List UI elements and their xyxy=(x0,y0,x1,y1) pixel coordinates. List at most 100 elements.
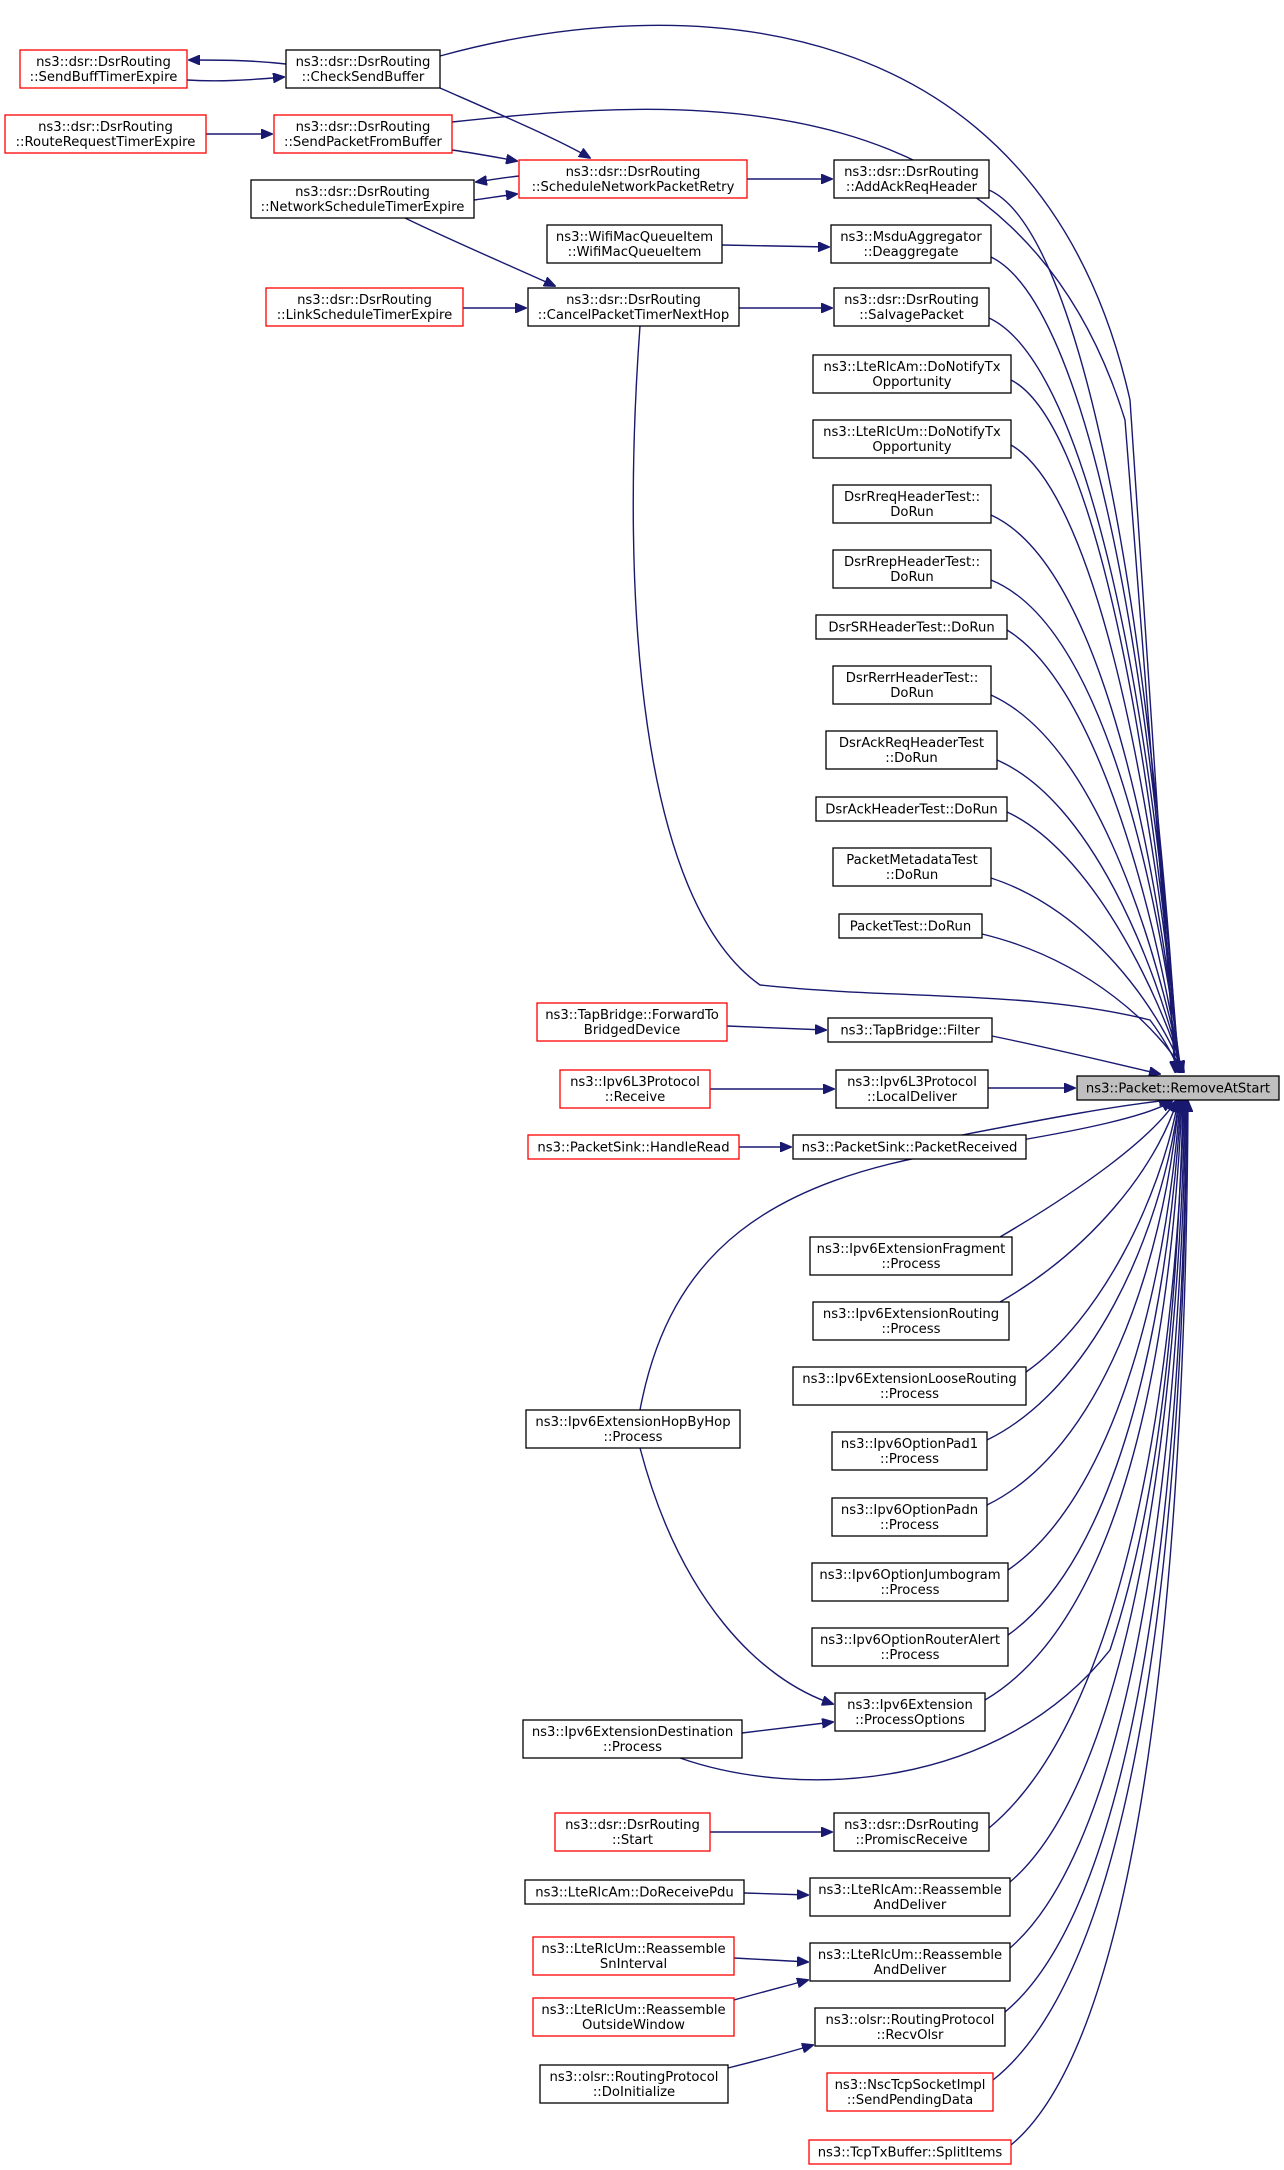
caller-node-dsrAckReqTest[interactable]: DsrAckReqHeaderTest::DoRun xyxy=(825,730,998,770)
node-label-line: ns3::MsduAggregator xyxy=(840,230,982,245)
node-label-line: ns3::TcpTxBuffer::SplitItems xyxy=(818,2146,1003,2161)
edge-scheduleNetworkPacketRetry-to-networkScheduleTimerExpire xyxy=(476,175,520,182)
caller-node-tapFilter[interactable]: ns3::TapBridge::Filter xyxy=(827,1017,993,1043)
node-label-line: ::Process xyxy=(603,1740,662,1755)
caller-node-dsrAckTest[interactable]: DsrAckHeaderTest::DoRun xyxy=(815,796,1008,822)
caller-node-linkScheduleTimerExpire[interactable]: ns3::dsr::DsrRouting::LinkScheduleTimerE… xyxy=(265,287,464,327)
node-box xyxy=(524,1879,745,1905)
edge-lteUmReassembleSn-to-lteUmReassemble xyxy=(733,1958,808,1962)
node-label-line: ns3::WifiMacQueueItem xyxy=(556,230,713,245)
node-box xyxy=(539,2064,729,2104)
edge-hopByHop-to-root xyxy=(639,1101,1172,1411)
caller-node-scheduleNetworkPacketRetry[interactable]: ns3::dsr::DsrRouting::ScheduleNetworkPac… xyxy=(518,159,748,199)
edge-packetMetadataTest-to-root xyxy=(990,877,1183,1072)
node-label-line: ::CancelPacketTimerNextHop xyxy=(538,308,729,323)
caller-node-addAckReqHeader[interactable]: ns3::dsr::DsrRouting::AddAckReqHeader xyxy=(833,159,990,199)
node-box xyxy=(815,614,1008,640)
caller-node-sendBuffTimerExpire[interactable]: ns3::dsr::DsrRouting::SendBuffTimerExpir… xyxy=(19,49,188,89)
node-box xyxy=(19,49,188,89)
caller-node-recvOlsr[interactable]: ns3::olsr::RoutingProtocol::RecvOlsr xyxy=(814,2007,1006,2047)
edge-checkSendBuffer-to-scheduleNetworkPacketRetry xyxy=(439,87,590,158)
node-box xyxy=(814,2007,1006,2047)
node-label-line: ns3::Ipv6OptionPadn xyxy=(841,1503,978,1518)
caller-node-packetMetadataTest[interactable]: PacketMetadataTest::DoRun xyxy=(832,847,992,887)
caller-node-extLoose[interactable]: ns3::Ipv6ExtensionLooseRouting::Process xyxy=(792,1366,1027,1406)
edge-extFragment-to-root xyxy=(999,1101,1176,1238)
node-box xyxy=(832,665,992,705)
node-label-line: ::SendPendingData xyxy=(847,2093,973,2108)
edge-olsrDoInit-to-recvOlsr xyxy=(727,2045,813,2069)
node-label-line: BridgedDevice xyxy=(584,1023,680,1038)
node-label-line: ns3::NscTcpSocketImpl xyxy=(835,2078,986,2093)
node-label-line: ns3::dsr::DsrRouting xyxy=(566,165,701,180)
caller-node-hopByHop[interactable]: ns3::Ipv6ExtensionHopByHop::Process xyxy=(525,1409,741,1449)
node-box xyxy=(835,1069,989,1109)
root-node[interactable]: ns3::Packet::RemoveAtStart xyxy=(1076,1075,1280,1101)
caller-node-olsrDoInit[interactable]: ns3::olsr::RoutingProtocol::DoInitialize xyxy=(539,2064,729,2104)
node-label-line: ns3::olsr::RoutingProtocol xyxy=(550,2070,719,2085)
node-box xyxy=(536,1002,728,1042)
node-label-line: ::Process xyxy=(604,1430,663,1445)
caller-node-optPad1[interactable]: ns3::Ipv6OptionPad1::Process xyxy=(831,1431,988,1471)
edge-lteAmReceivePdu-to-lteAmReassemble xyxy=(743,1893,808,1895)
caller-node-deaggregate[interactable]: ns3::MsduAggregator::Deaggregate xyxy=(830,224,992,264)
caller-node-dsrErrTest[interactable]: DsrRerrHeaderTest::DoRun xyxy=(832,665,992,705)
caller-node-promiscReceive[interactable]: ns3::dsr::DsrRouting::PromiscReceive xyxy=(833,1812,990,1852)
caller-node-optPadn[interactable]: ns3::Ipv6OptionPadn::Process xyxy=(831,1497,988,1537)
node-box xyxy=(285,49,441,89)
edge-hopByHop-to-processOptions xyxy=(639,1447,833,1704)
caller-node-dsrSRTest[interactable]: DsrSRHeaderTest::DoRun xyxy=(815,614,1008,640)
edge-lteRlcAmNotify-to-root xyxy=(1010,379,1179,1072)
node-label-line: ::Process xyxy=(881,1583,940,1598)
caller-node-dsrStart[interactable]: ns3::dsr::DsrRouting::Start xyxy=(554,1812,711,1852)
caller-node-dsrRepTest[interactable]: DsrRrepHeaderTest::DoRun xyxy=(832,549,992,589)
caller-node-handleRead[interactable]: ns3::PacketSink::HandleRead xyxy=(527,1134,740,1160)
edge-networkScheduleTimerExpire-to-cancelPacketTimerNextHop xyxy=(404,217,555,286)
node-box xyxy=(809,1942,1011,1982)
node-label-line: ns3::Ipv6OptionRouterAlert xyxy=(820,1633,1000,1648)
node-label-line: ns3::dsr::DsrRouting xyxy=(296,55,431,70)
caller-node-checkSendBuffer[interactable]: ns3::dsr::DsrRouting::CheckSendBuffer xyxy=(285,49,441,89)
caller-node-networkScheduleTimerExpire[interactable]: ns3::dsr::DsrRouting::NetworkScheduleTim… xyxy=(250,179,475,219)
node-label-line: ns3::TapBridge::Filter xyxy=(840,1024,980,1039)
node-box xyxy=(831,1497,988,1537)
caller-node-wifiMacQueueItem[interactable]: ns3::WifiMacQueueItem::WifiMacQueueItem xyxy=(546,224,723,264)
caller-node-splitItems[interactable]: ns3::TcpTxBuffer::SplitItems xyxy=(808,2139,1012,2165)
caller-node-processOptions[interactable]: ns3::Ipv6Extension::ProcessOptions xyxy=(834,1692,986,1732)
node-box xyxy=(811,1562,1009,1602)
caller-node-lteAmReceivePdu[interactable]: ns3::LteRlcAm::DoReceivePdu xyxy=(524,1879,745,1905)
node-label-line: ns3::dsr::DsrRouting xyxy=(297,293,432,308)
caller-node-ipv6Receive[interactable]: ns3::Ipv6L3Protocol::Receive xyxy=(559,1069,711,1109)
node-box xyxy=(792,1366,1027,1406)
caller-node-extFragment[interactable]: ns3::Ipv6ExtensionFragment::Process xyxy=(809,1236,1013,1276)
caller-node-dsrReqTest[interactable]: DsrRreqHeaderTest::DoRun xyxy=(832,484,992,524)
edge-lteUmReassemble-to-root xyxy=(1009,1101,1186,1949)
node-box xyxy=(832,847,992,887)
caller-node-localDeliver[interactable]: ns3::Ipv6L3Protocol::LocalDeliver xyxy=(835,1069,989,1109)
caller-node-nscSendPending[interactable]: ns3::NscTcpSocketImpl::SendPendingData xyxy=(826,2072,994,2112)
caller-node-routeRequestTimerExpire[interactable]: ns3::dsr::DsrRouting::RouteRequestTimerE… xyxy=(4,114,207,154)
caller-node-optJumbo[interactable]: ns3::Ipv6OptionJumbogram::Process xyxy=(811,1562,1009,1602)
caller-node-salvagePacket[interactable]: ns3::dsr::DsrRouting::SalvagePacket xyxy=(833,287,990,327)
node-label-line: ::Process xyxy=(880,1387,939,1402)
caller-node-packetTest[interactable]: PacketTest::DoRun xyxy=(838,913,983,939)
caller-node-extDestination[interactable]: ns3::Ipv6ExtensionDestination::Process xyxy=(522,1719,743,1759)
node-box xyxy=(825,730,998,770)
caller-node-cancelPacketTimerNextHop[interactable]: ns3::dsr::DsrRouting::CancelPacketTimerN… xyxy=(527,287,740,327)
edge-dsrReqTest-to-root xyxy=(990,514,1180,1072)
node-label-line: ::RouteRequestTimerExpire xyxy=(16,135,196,150)
caller-node-extRouting[interactable]: ns3::Ipv6ExtensionRouting::Process xyxy=(812,1301,1010,1341)
node-label-line: ::LinkScheduleTimerExpire xyxy=(277,308,453,323)
caller-node-packetReceived[interactable]: ns3::PacketSink::PacketReceived xyxy=(792,1134,1027,1160)
node-box xyxy=(546,224,723,264)
caller-node-sendPacketFromBuffer[interactable]: ns3::dsr::DsrRouting::SendPacketFromBuff… xyxy=(273,114,453,154)
caller-node-optRouterAlert[interactable]: ns3::Ipv6OptionRouterAlert::Process xyxy=(811,1627,1009,1667)
